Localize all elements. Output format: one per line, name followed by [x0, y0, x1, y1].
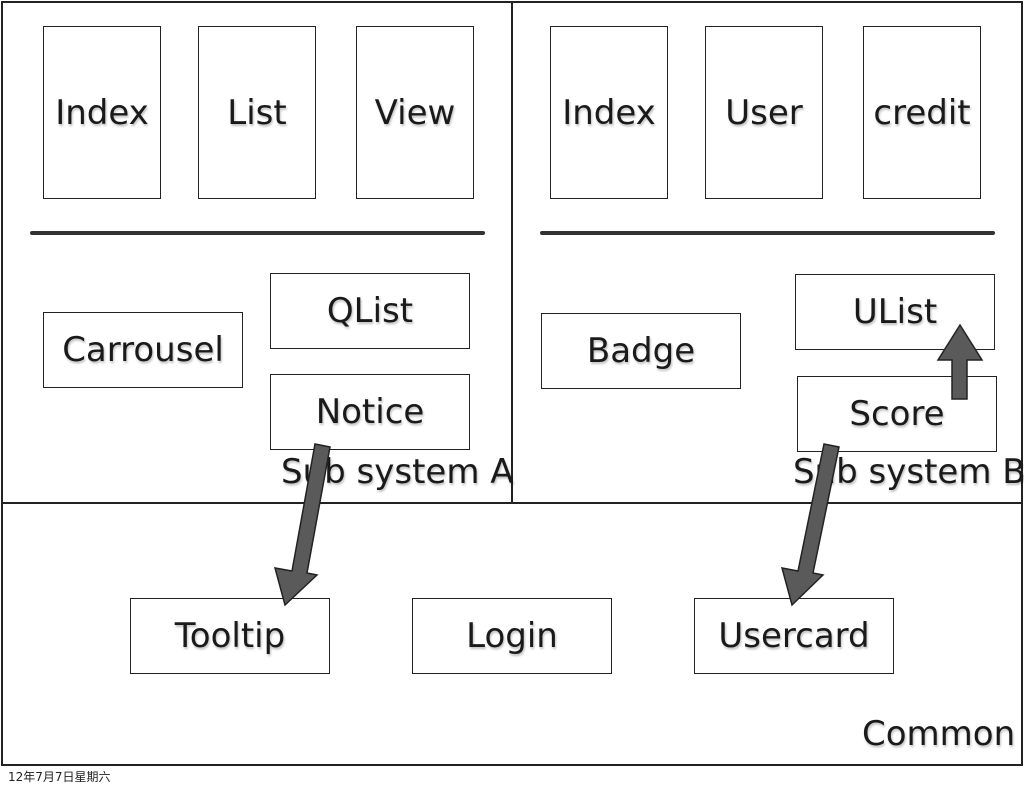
footer-date: 12年7月7日星期六 [8, 770, 111, 784]
module-notice: Notice [270, 374, 470, 450]
divider-a [30, 231, 485, 235]
module-usercard: Usercard [694, 598, 894, 674]
common-panel [1, 502, 1023, 766]
module-qlist: QList [270, 273, 470, 349]
page-box-index-a: Index [43, 26, 161, 199]
module-ulist: UList [795, 274, 995, 350]
subsystem-b-label: Sub system B [793, 452, 1024, 492]
module-score: Score [797, 376, 997, 452]
page-box-user: User [705, 26, 823, 199]
module-carrousel: Carrousel [43, 312, 243, 388]
subsystem-a-label: Sub system A [281, 452, 514, 492]
module-badge: Badge [541, 313, 741, 389]
page-box-index-b: Index [550, 26, 668, 199]
divider-b [540, 231, 995, 235]
common-label: Common [862, 714, 1016, 754]
module-login: Login [412, 598, 612, 674]
module-tooltip: Tooltip [130, 598, 330, 674]
page-box-view: View [356, 26, 474, 199]
page-box-list: List [198, 26, 316, 199]
page-box-credit: credit [863, 26, 981, 199]
